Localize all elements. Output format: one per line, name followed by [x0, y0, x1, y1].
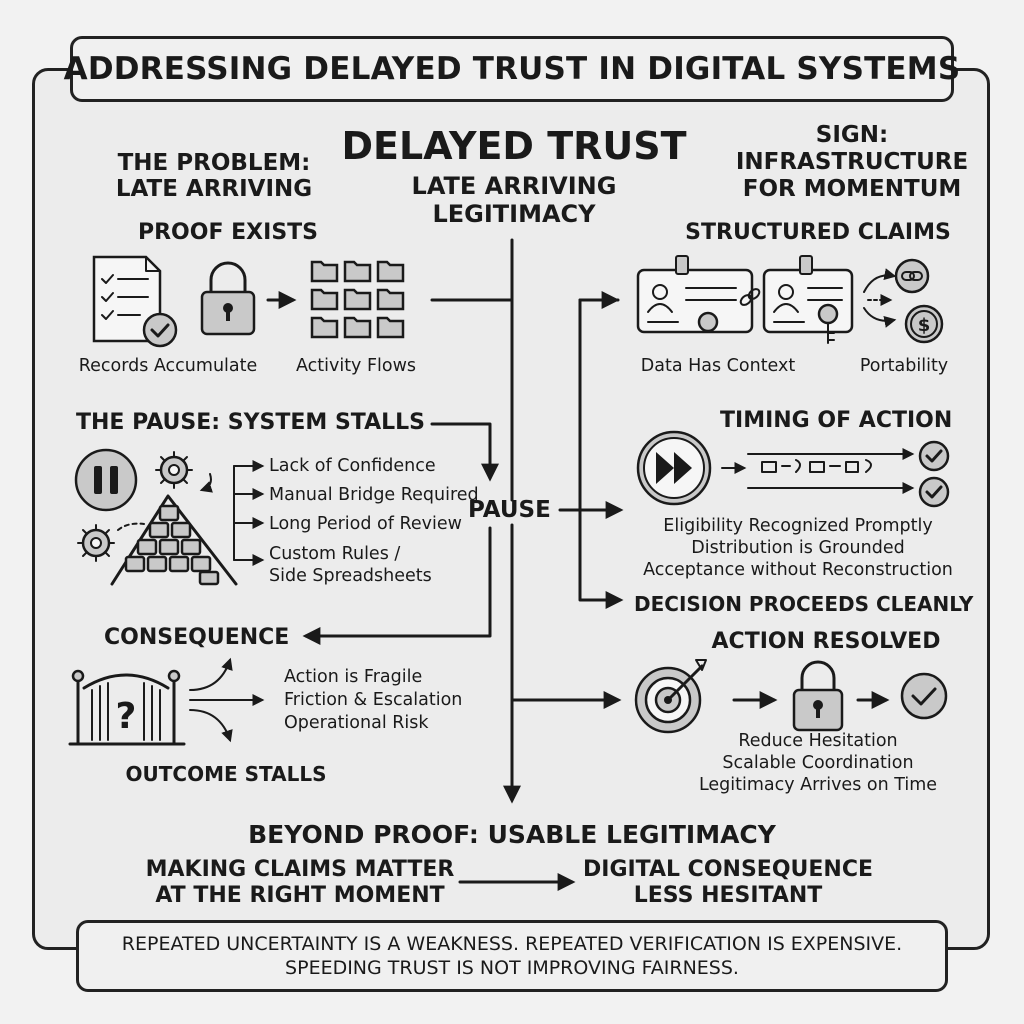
timing-line: Acceptance without Reconstruction	[643, 560, 953, 580]
padlock-icon	[200, 261, 256, 336]
center-heading: DELAYED TRUST	[341, 124, 687, 168]
dollar-coin-icon: $	[904, 304, 944, 344]
connector-lines	[302, 238, 624, 891]
folder-grid-icon	[310, 260, 405, 339]
label-portability: Portability	[859, 356, 949, 376]
svg-text:$: $	[918, 315, 931, 336]
id-card-icon	[762, 255, 854, 334]
beyond-left-line1: MAKING CLAIMS MATTER	[145, 857, 455, 882]
pause-item: Manual Bridge Required	[269, 485, 479, 505]
arrow-curl	[199, 473, 214, 493]
key-icon	[817, 303, 839, 344]
title-box: ADDRESSING DELAYED TRUST IN DIGITAL SYST…	[64, 36, 960, 102]
pause-item: Side Spreadsheets	[269, 566, 432, 586]
page-title: ADDRESSING DELAYED TRUST IN DIGITAL SYST…	[63, 51, 961, 87]
folder-pyramid-icon	[110, 494, 238, 586]
beyond-right-line1: DIGITAL CONSEQUENCE	[582, 857, 874, 882]
sign-heading-line1: SIGN:	[815, 122, 889, 148]
sign-heading-line2: INFRASTRUCTURE	[735, 149, 969, 175]
label-activity: Activity Flows	[295, 356, 417, 376]
pause-item: Lack of Confidence	[269, 456, 436, 476]
pause-heading: THE PAUSE: SYSTEM STALLS	[76, 410, 426, 435]
beyond-right-line2: LESS HESITANT	[633, 883, 823, 908]
sign-heading-line3: FOR MOMENTUM	[742, 176, 962, 202]
outcome-stalls: OUTCOME STALLS	[125, 762, 327, 786]
consequence-item: Friction & Escalation	[284, 690, 463, 710]
resolved-line: Reduce Hesitation	[738, 731, 898, 751]
fast-forward-icon	[636, 430, 712, 506]
pause-items-bracket	[233, 460, 265, 566]
gate-question-icon: ?	[68, 669, 186, 746]
resolved-line: Scalable Coordination	[722, 753, 914, 773]
consequence-item: Action is Fragile	[284, 667, 423, 687]
decision-proceeds: DECISION PROCEEDS CLEANLY	[634, 592, 974, 616]
dashed-link	[117, 522, 145, 531]
timing-line: Distribution is Grounded	[691, 538, 905, 558]
problem-heading-line2: LATE ARRIVING	[115, 176, 313, 202]
center-sub-line2: LEGITIMACY	[432, 200, 596, 228]
gear-icon	[155, 451, 193, 489]
resolved-line: Legitimacy Arrives on Time	[698, 775, 938, 795]
pause-item: Custom Rules /	[269, 544, 401, 564]
label-context: Data Has Context	[640, 356, 796, 376]
footer-line1: REPEATED UNCERTAINTY IS A WEAKNESS. REPE…	[121, 933, 903, 955]
checklist-document-icon	[92, 255, 178, 348]
label-records: Records Accumulate	[78, 356, 258, 376]
consequence-item: Operational Risk	[284, 713, 429, 733]
chain-link-icon	[739, 288, 761, 306]
pause-item: Long Period of Review	[269, 514, 462, 534]
id-card-icon	[636, 255, 754, 334]
gear-icon	[77, 524, 115, 562]
timing-lines	[721, 448, 915, 494]
resolved-heading: ACTION RESOLVED	[711, 629, 941, 654]
check-circle-icon	[900, 672, 948, 720]
timing-line: Eligibility Recognized Promptly	[663, 516, 933, 536]
svg-text:?: ?	[116, 696, 137, 737]
pause-icon	[74, 448, 138, 512]
pause-label: PAUSE	[468, 497, 551, 523]
center-sub-line1: LATE ARRIVING	[411, 172, 617, 200]
problem-heading-line1: THE PROBLEM:	[117, 150, 311, 176]
beyond-left-line2: AT THE RIGHT MOMENT	[155, 883, 445, 908]
beyond-heading: BEYOND PROOF: USABLE LEGITIMACY	[248, 820, 776, 849]
check-circle-icon	[918, 476, 950, 508]
target-icon	[634, 659, 707, 734]
consequence-heading: CONSEQUENCE	[104, 625, 290, 650]
chain-link-icon	[894, 258, 930, 294]
timing-heading: TIMING OF ACTION	[720, 408, 953, 433]
claims-heading: STRUCTURED CLAIMS	[685, 220, 951, 245]
footer-line2: SPEEDING TRUST IS NOT IMPROVING FAIRNESS…	[285, 957, 739, 979]
portability-arrows	[863, 268, 897, 328]
proof-heading: PROOF EXISTS	[137, 220, 319, 245]
padlock-icon	[792, 660, 844, 732]
consequence-arrows	[189, 657, 265, 743]
check-circle-icon	[918, 440, 950, 472]
footer-box: REPEATED UNCERTAINTY IS A WEAKNESS. REPE…	[76, 920, 948, 992]
